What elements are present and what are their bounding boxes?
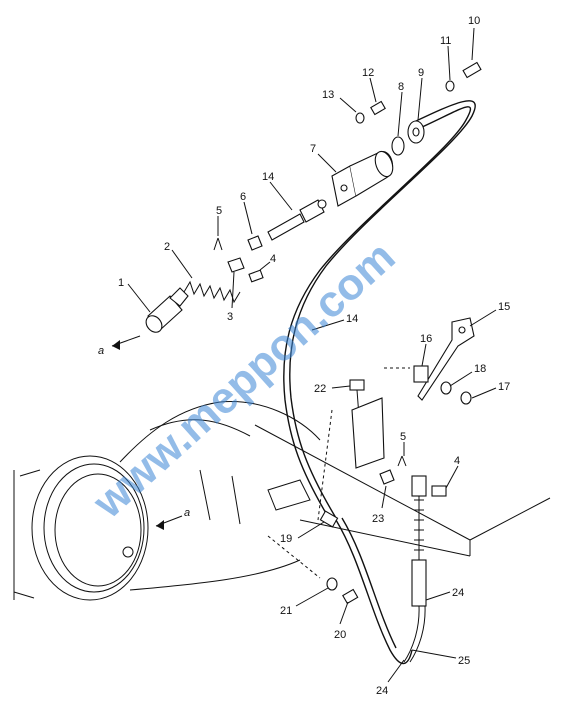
callout-20: 20 (334, 629, 346, 641)
callout-25: 25 (458, 655, 470, 667)
callout-14-upper: 14 (262, 171, 274, 183)
part-11-washer (445, 80, 455, 92)
callout-12: 12 (362, 67, 374, 79)
callout-5-lower: 5 (400, 431, 406, 443)
control-cable-24 (403, 475, 427, 663)
callout-22: 22 (314, 383, 326, 395)
callout-24-right: 24 (452, 587, 464, 599)
callout-4-upper: 4 (270, 253, 276, 265)
callouts: 1 2 3 4 4 5 5 6 7 8 9 10 11 12 13 14 14 … (118, 15, 510, 697)
part-4-bolt-upper (248, 269, 264, 283)
part-3-nut (227, 257, 245, 273)
part-16-bushing (413, 365, 429, 383)
callout-23: 23 (372, 513, 384, 525)
callout-24-bottom: 24 (376, 685, 388, 697)
part-18-washer (440, 381, 452, 395)
part-15-lever (417, 317, 475, 401)
callout-15: 15 (498, 301, 510, 313)
callout-16: 16 (420, 333, 432, 345)
leader-lines (127, 27, 497, 683)
part-12-bolt (370, 100, 386, 116)
part-2-spring (183, 280, 241, 304)
part-13-washer (355, 112, 365, 124)
part-20-bolt (342, 588, 359, 605)
part-6-nut (247, 235, 263, 251)
part-17-clip (460, 391, 472, 405)
cable-14 (283, 100, 476, 665)
callout-14-lower: 14 (346, 313, 358, 325)
part-5-pin-lower (397, 455, 407, 467)
callout-11: 11 (440, 35, 451, 47)
callout-21: 21 (280, 605, 292, 617)
part-23-nut (379, 469, 395, 485)
bracket-plate (351, 397, 385, 469)
callout-8: 8 (398, 81, 404, 93)
part-4-bolt-lower (431, 485, 447, 497)
part-8-washer (391, 136, 405, 156)
view-label-a-upper: a (98, 345, 104, 357)
part-9-grommet (407, 120, 425, 144)
view-arrow-a-lower: a (155, 507, 190, 530)
callout-4-lower: 4 (454, 455, 460, 467)
callout-3: 3 (227, 311, 233, 323)
axle-housing (13, 400, 551, 601)
part-7-housing (331, 150, 394, 207)
part-10-bolt (462, 61, 482, 79)
callout-19: 19 (280, 533, 292, 545)
callout-18: 18 (474, 363, 486, 375)
callout-2: 2 (164, 241, 170, 253)
view-label-a-lower: a (184, 507, 190, 519)
callout-13: 13 (322, 89, 334, 101)
callout-1: 1 (118, 277, 124, 289)
callout-5-upper: 5 (216, 205, 222, 217)
part-5-pin-upper (213, 237, 223, 251)
callout-10: 10 (468, 15, 480, 27)
callout-9: 9 (418, 67, 424, 79)
callout-6: 6 (240, 191, 246, 203)
part-14-cable-end (267, 199, 327, 241)
part-1-plunger (145, 287, 189, 333)
callout-7: 7 (310, 143, 316, 155)
callout-17: 17 (498, 381, 510, 393)
view-arrow-a-upper: a (98, 335, 141, 357)
part-21-washer (326, 577, 338, 591)
